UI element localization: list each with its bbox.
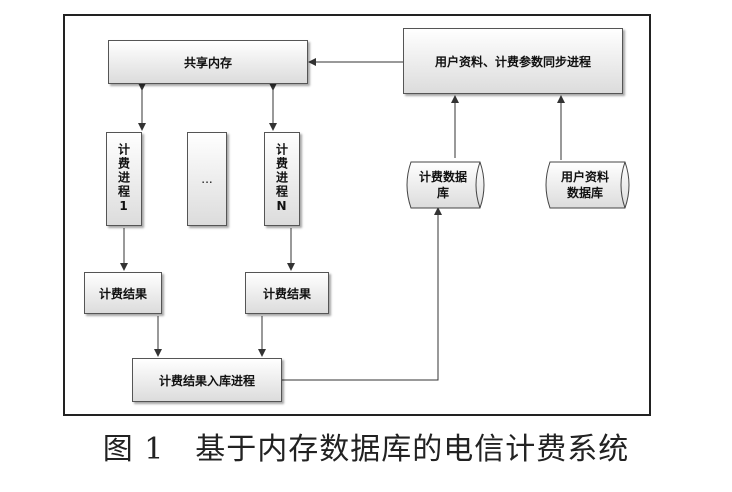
billing-process-1-label: 计费进程1 — [116, 143, 131, 215]
sync-process-label: 用户资料、计费参数同步进程 — [434, 54, 591, 69]
user-db-label: 用户资料数据库 — [560, 170, 609, 200]
figure-caption: 图 1 基于内存数据库的电信计费系统 — [102, 432, 630, 467]
billing-db-label: 计费数据库 — [418, 170, 467, 200]
arrow-store-to-billingdb — [282, 207, 442, 381]
billing-db-cylinder — [406, 161, 485, 209]
billing-result-1-label: 计费结果 — [98, 286, 147, 301]
shared-memory-label: 共享内存 — [183, 55, 232, 70]
result-store-process-label: 计费结果入库进程 — [158, 373, 255, 388]
user-db-cylinder — [545, 161, 630, 209]
billing-result-1-box: 计费结果 — [84, 272, 162, 314]
shared-memory-box: 共享内存 — [108, 40, 308, 84]
billing-result-2-label: 计费结果 — [262, 286, 311, 301]
sync-process-box: 用户资料、计费参数同步进程 — [403, 28, 623, 94]
ellipsis-box: ... — [187, 132, 227, 226]
billing-process-n-box: 计费进程N — [264, 132, 300, 226]
result-store-process-box: 计费结果入库进程 — [132, 358, 282, 402]
billing-process-n-label: 计费进程N — [274, 143, 289, 215]
billing-result-2-box: 计费结果 — [245, 272, 329, 314]
ellipsis-label: ... — [201, 172, 213, 186]
billing-process-1-box: 计费进程1 — [106, 132, 142, 226]
